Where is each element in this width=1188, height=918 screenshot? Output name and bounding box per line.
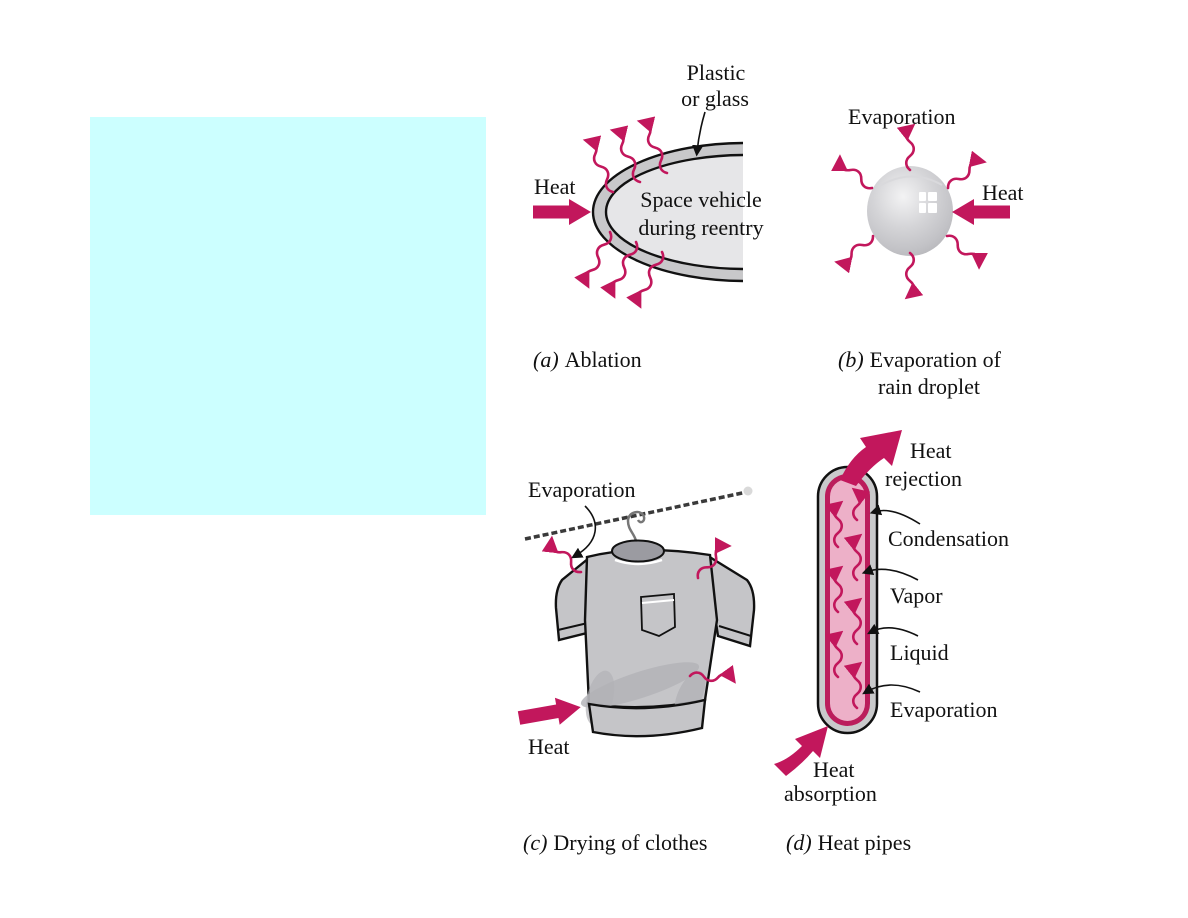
heat-label: Heat — [528, 734, 570, 759]
evaporation-label: Evaporation — [848, 104, 956, 129]
heat-rejection-label-line2: rejection — [885, 466, 962, 491]
vehicle-inner-body — [604, 153, 743, 271]
ablation-wavy-arrow — [600, 240, 639, 299]
panel-heat-pipes: Heat rejection Condensation Vapor Liquid… — [774, 430, 1009, 806]
caption-c-label: Drying of clothes — [553, 830, 708, 855]
vapor-wavy-arrow — [843, 597, 863, 646]
collar-highlight — [614, 558, 663, 566]
evaporation-wavy-arrow — [696, 537, 732, 580]
coating-label-line1: Plastic — [687, 60, 746, 85]
heat-absorption-label-line2: absorption — [784, 781, 877, 806]
evaporation-wavy-arrow — [688, 665, 736, 684]
evaporation-pointer-arrow — [571, 505, 597, 559]
liquid-label: Liquid — [890, 640, 949, 665]
coating-label-line2: or glass — [681, 86, 749, 111]
liquid-pointer-arrow — [867, 623, 919, 637]
vehicle-label-line2: during reentry — [638, 215, 763, 240]
caption-b: (b)Evaporation of rain droplet — [838, 346, 1001, 401]
caption-d-prefix: (d) — [786, 830, 812, 855]
vapor-wavy-arrow — [851, 487, 871, 522]
t-shirt — [554, 539, 756, 738]
caption-c: (c)Drying of clothes — [523, 829, 707, 856]
vapor-wavy-arrow — [843, 533, 863, 582]
condensation-pointer-arrow — [869, 504, 921, 525]
caption-d: (d)Heat pipes — [786, 829, 911, 856]
panel-rain-droplet: Evaporation Heat — [831, 104, 1024, 300]
vapor-label: Vapor — [890, 583, 943, 608]
space-vehicle-nose — [591, 141, 743, 283]
evaporation-pointer-arrow — [862, 683, 921, 695]
caption-b-label-line2: rain droplet — [878, 374, 981, 400]
evaporation-wavy-arrow — [946, 150, 987, 190]
ablation-wavy-arrow — [609, 125, 642, 184]
panel-drying-clothes: Evaporation Heat — [517, 477, 756, 759]
heat-arrow — [517, 697, 581, 725]
heat-rejection-arrow — [840, 430, 902, 486]
evaporation-wavy-arrow — [541, 535, 583, 574]
clothesline — [524, 490, 748, 541]
clothesline-end-dot — [743, 486, 753, 496]
vapor-wavy-arrow — [824, 630, 844, 679]
evaporation-wavy-arrow — [945, 234, 988, 270]
heat-rejection-label-line1: Heat — [910, 438, 952, 463]
heat-label: Heat — [534, 174, 576, 199]
caption-c-prefix: (c) — [523, 830, 548, 855]
heat-absorption-arrow — [774, 726, 828, 776]
caption-b-label-line1: Evaporation of — [869, 347, 1002, 372]
caption-d-label: Heat pipes — [817, 830, 912, 855]
rain-droplet — [867, 166, 953, 256]
evaporation-wavy-arrow — [904, 251, 924, 300]
ablation-wavy-arrow — [626, 250, 665, 309]
ablation-wavy-arrow — [636, 116, 669, 175]
vapor-wavy-arrow — [824, 565, 844, 614]
droplet-highlight-arc — [877, 175, 943, 188]
caption-b-prefix: (b) — [838, 347, 864, 372]
caption-a-label: Ablation — [564, 347, 642, 372]
evaporation-wavy-arrow — [831, 154, 874, 190]
panel-ablation: Plastic or glass Heat Space vehicle duri… — [533, 60, 764, 309]
vehicle-label-line1: Space vehicle — [640, 187, 762, 212]
heat-arrow — [952, 199, 1010, 225]
evaporation-wavy-arrow — [834, 234, 875, 274]
condensation-label: Condensation — [888, 526, 1009, 551]
coating-pointer-arrow — [692, 111, 706, 157]
evaporation-label: Evaporation — [528, 477, 636, 502]
shirt-right-sleeve — [706, 553, 756, 648]
shirt-collar — [611, 539, 665, 563]
ablation-wavy-arrow — [582, 135, 615, 194]
ablation-wavy-arrow — [574, 230, 613, 289]
shirt-pocket — [640, 593, 676, 637]
vapor-wavy-arrow — [824, 500, 844, 549]
vapor-wavy-arrow — [843, 661, 863, 710]
placeholder-rect — [90, 117, 486, 515]
shirt-hem-band — [587, 698, 707, 738]
vapor-pointer-arrow — [861, 564, 919, 581]
evaporation-label: Evaporation — [890, 697, 998, 722]
droplet-window-highlight — [919, 192, 937, 213]
caption-a-prefix: (a) — [533, 347, 559, 372]
evaporation-wavy-arrow — [896, 123, 916, 172]
heat-label: Heat — [982, 180, 1024, 205]
caption-a: (a)Ablation — [533, 346, 642, 373]
caption-b-line1: (b)Evaporation of — [838, 346, 1001, 373]
heat-arrow — [533, 199, 591, 225]
heat-absorption-label-line1: Heat — [813, 757, 855, 782]
